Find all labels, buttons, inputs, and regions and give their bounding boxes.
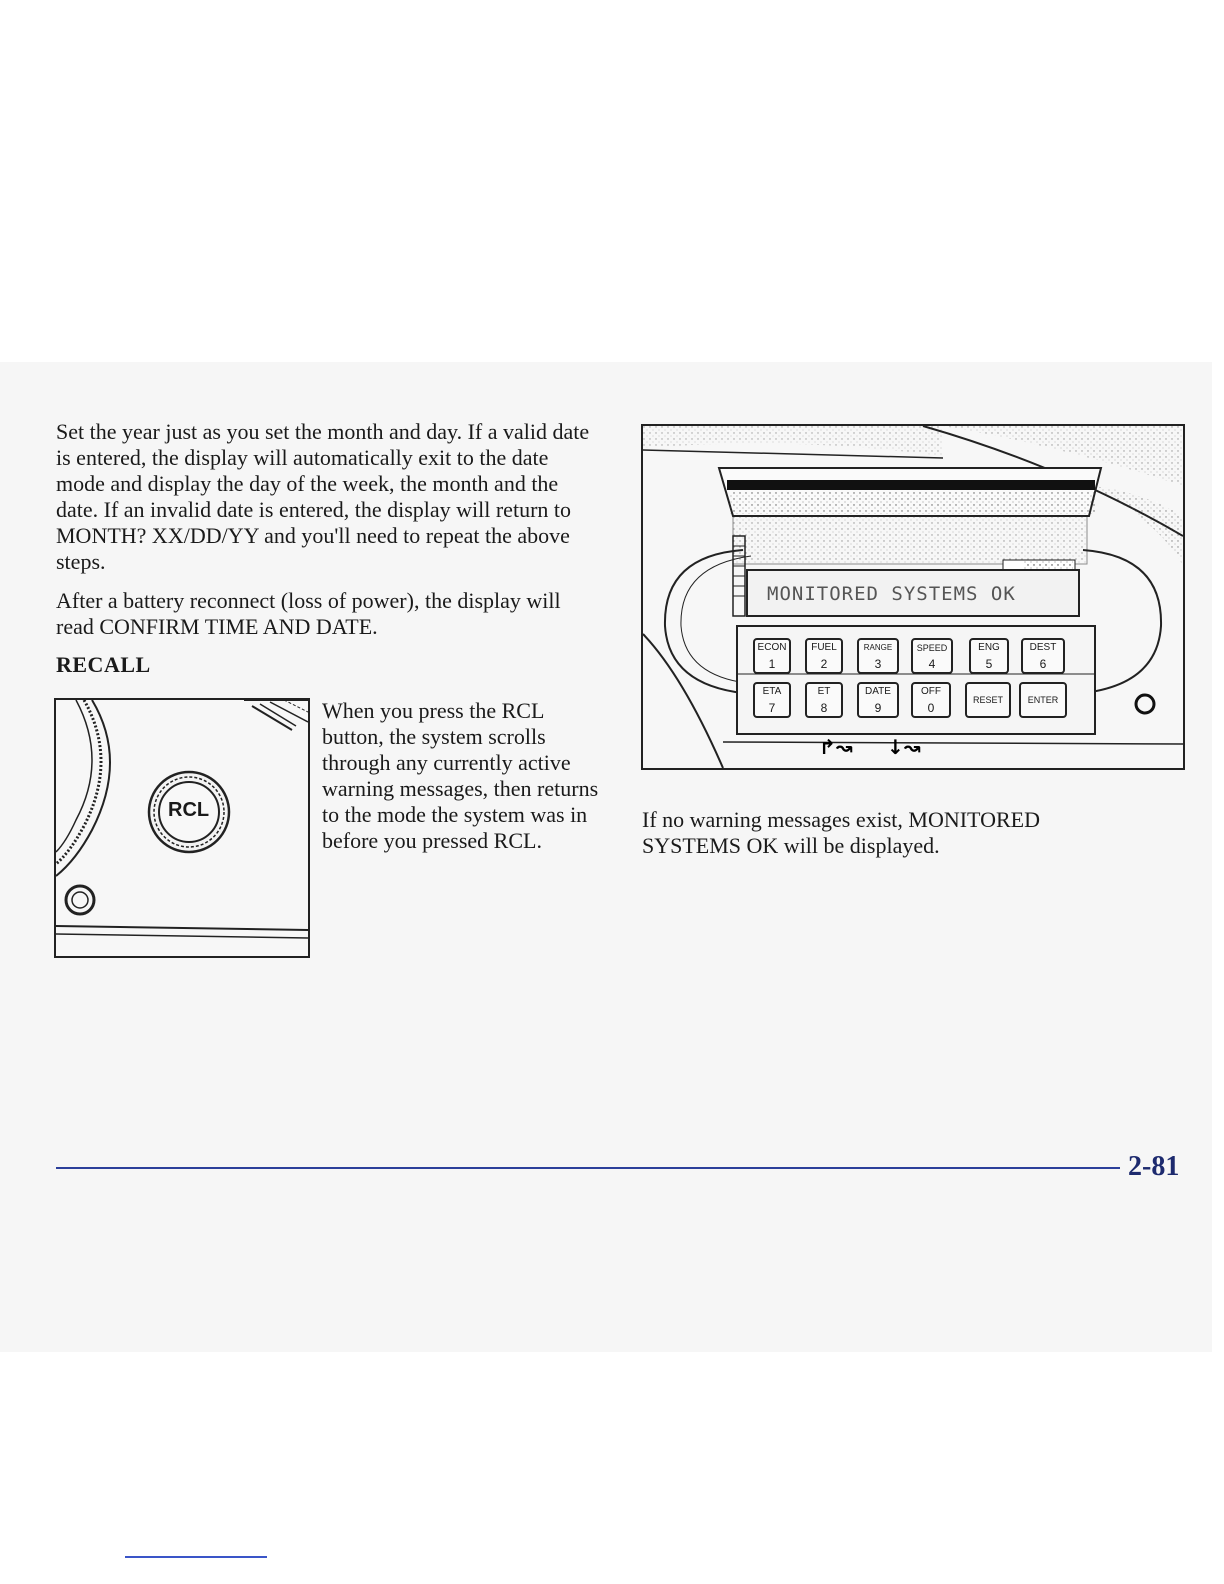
display-readout: MONITORED SYSTEMS OK (767, 583, 1016, 605)
key-enter-label: ENTER (1027, 695, 1059, 705)
footer-rule (56, 1167, 1120, 1169)
key-date-number: 9 (874, 701, 882, 715)
paragraph-set-year: Set the year just as you set the month a… (56, 419, 590, 574)
key-eta-7[interactable]: ETA 7 (753, 682, 791, 718)
key-econ-number: 1 (768, 657, 776, 671)
key-range-3[interactable]: RANGE 3 (857, 638, 899, 674)
paragraph-battery-reconnect: After a battery reconnect (loss of power… (56, 588, 561, 639)
key-off-label: OFF (921, 686, 941, 697)
page-number: 2-81 (1128, 1151, 1180, 1182)
key-fuel-2[interactable]: FUEL 2 (805, 638, 843, 674)
key-fuel-label: FUEL (811, 642, 837, 653)
key-et-number: 8 (820, 701, 828, 715)
key-dest-number: 6 (1039, 657, 1047, 671)
key-dest-6[interactable]: DEST 6 (1021, 638, 1065, 674)
key-econ-label: ECON (757, 642, 787, 653)
key-off-0[interactable]: OFF 0 (911, 682, 951, 718)
knob-icon (1134, 693, 1156, 715)
key-et-8[interactable]: ET 8 (805, 682, 843, 718)
rcl-button-label: RCL (168, 799, 210, 821)
driver-information-center-illustration: ↱↝ ↓↝ MONITORED SYSTEMS OK ECON 1 FUEL 2… (641, 424, 1185, 770)
key-et-label: ET (817, 686, 831, 697)
display-window (746, 569, 1080, 617)
svg-text:↱↝: ↱↝ (819, 735, 853, 759)
key-off-number: 0 (927, 701, 935, 715)
paragraph-recall: When you press the RCL button, the syste… (322, 698, 599, 853)
key-enter[interactable]: ENTER (1019, 682, 1067, 718)
bottom-link-underline (125, 1556, 267, 1558)
key-speed-4[interactable]: SPEED 4 (911, 638, 953, 674)
key-eta-number: 7 (768, 701, 776, 715)
key-eng-5[interactable]: ENG 5 (969, 638, 1009, 674)
key-eng-number: 5 (985, 657, 993, 671)
caption-monitored-systems: If no warning messages exist, MONITORED … (642, 807, 1040, 858)
key-speed-label: SPEED (916, 643, 948, 653)
rcl-button-illustration: RCL (54, 698, 310, 958)
key-range-number: 3 (874, 657, 882, 671)
key-fuel-number: 2 (820, 657, 828, 671)
small-knob-icon (64, 884, 96, 916)
key-eng-label: ENG (978, 642, 1000, 653)
key-reset-label: RESET (972, 695, 1003, 705)
section-heading-recall: RECALL (56, 652, 151, 677)
key-reset[interactable]: RESET (965, 682, 1011, 718)
key-econ-1[interactable]: ECON 1 (753, 638, 791, 674)
key-dest-label: DEST (1029, 642, 1057, 653)
key-date-9[interactable]: DATE 9 (857, 682, 899, 718)
svg-text:↓↝: ↓↝ (887, 735, 921, 759)
key-date-label: DATE (865, 686, 891, 697)
key-speed-number: 4 (928, 657, 936, 671)
key-eta-label: ETA (762, 686, 782, 697)
key-range-label: RANGE (863, 643, 893, 652)
manual-page: Set the year just as you set the month a… (0, 362, 1212, 1352)
